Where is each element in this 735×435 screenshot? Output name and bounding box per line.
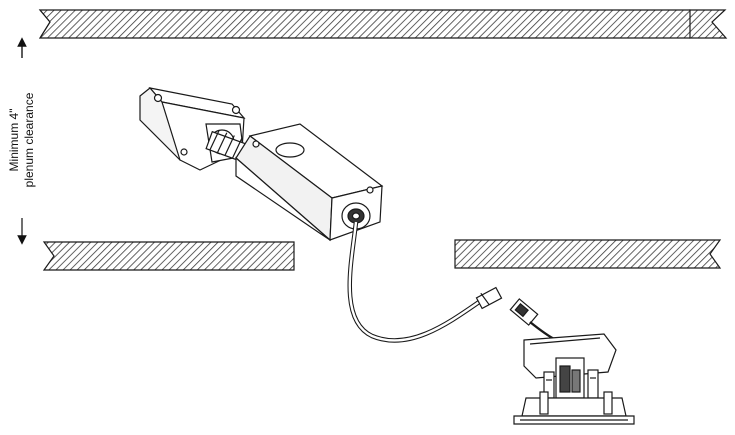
ceiling-top-slab-right-break (689, 9, 728, 39)
ceiling-bottom-right-slab (454, 239, 722, 269)
main-junction-box (235, 123, 384, 242)
clearance-label-line2: plenum clearance (22, 92, 36, 187)
ceiling-bottom-left-slab (42, 241, 295, 271)
power-cable (347, 221, 484, 343)
clearance-label-line1: Minimum 4" (7, 109, 21, 172)
downlight-fixture (513, 333, 635, 425)
ceiling-top-slab (38, 9, 701, 39)
quick-connector-male (475, 286, 503, 310)
driver-junction-box (139, 87, 246, 171)
quick-connector-female (509, 298, 539, 326)
